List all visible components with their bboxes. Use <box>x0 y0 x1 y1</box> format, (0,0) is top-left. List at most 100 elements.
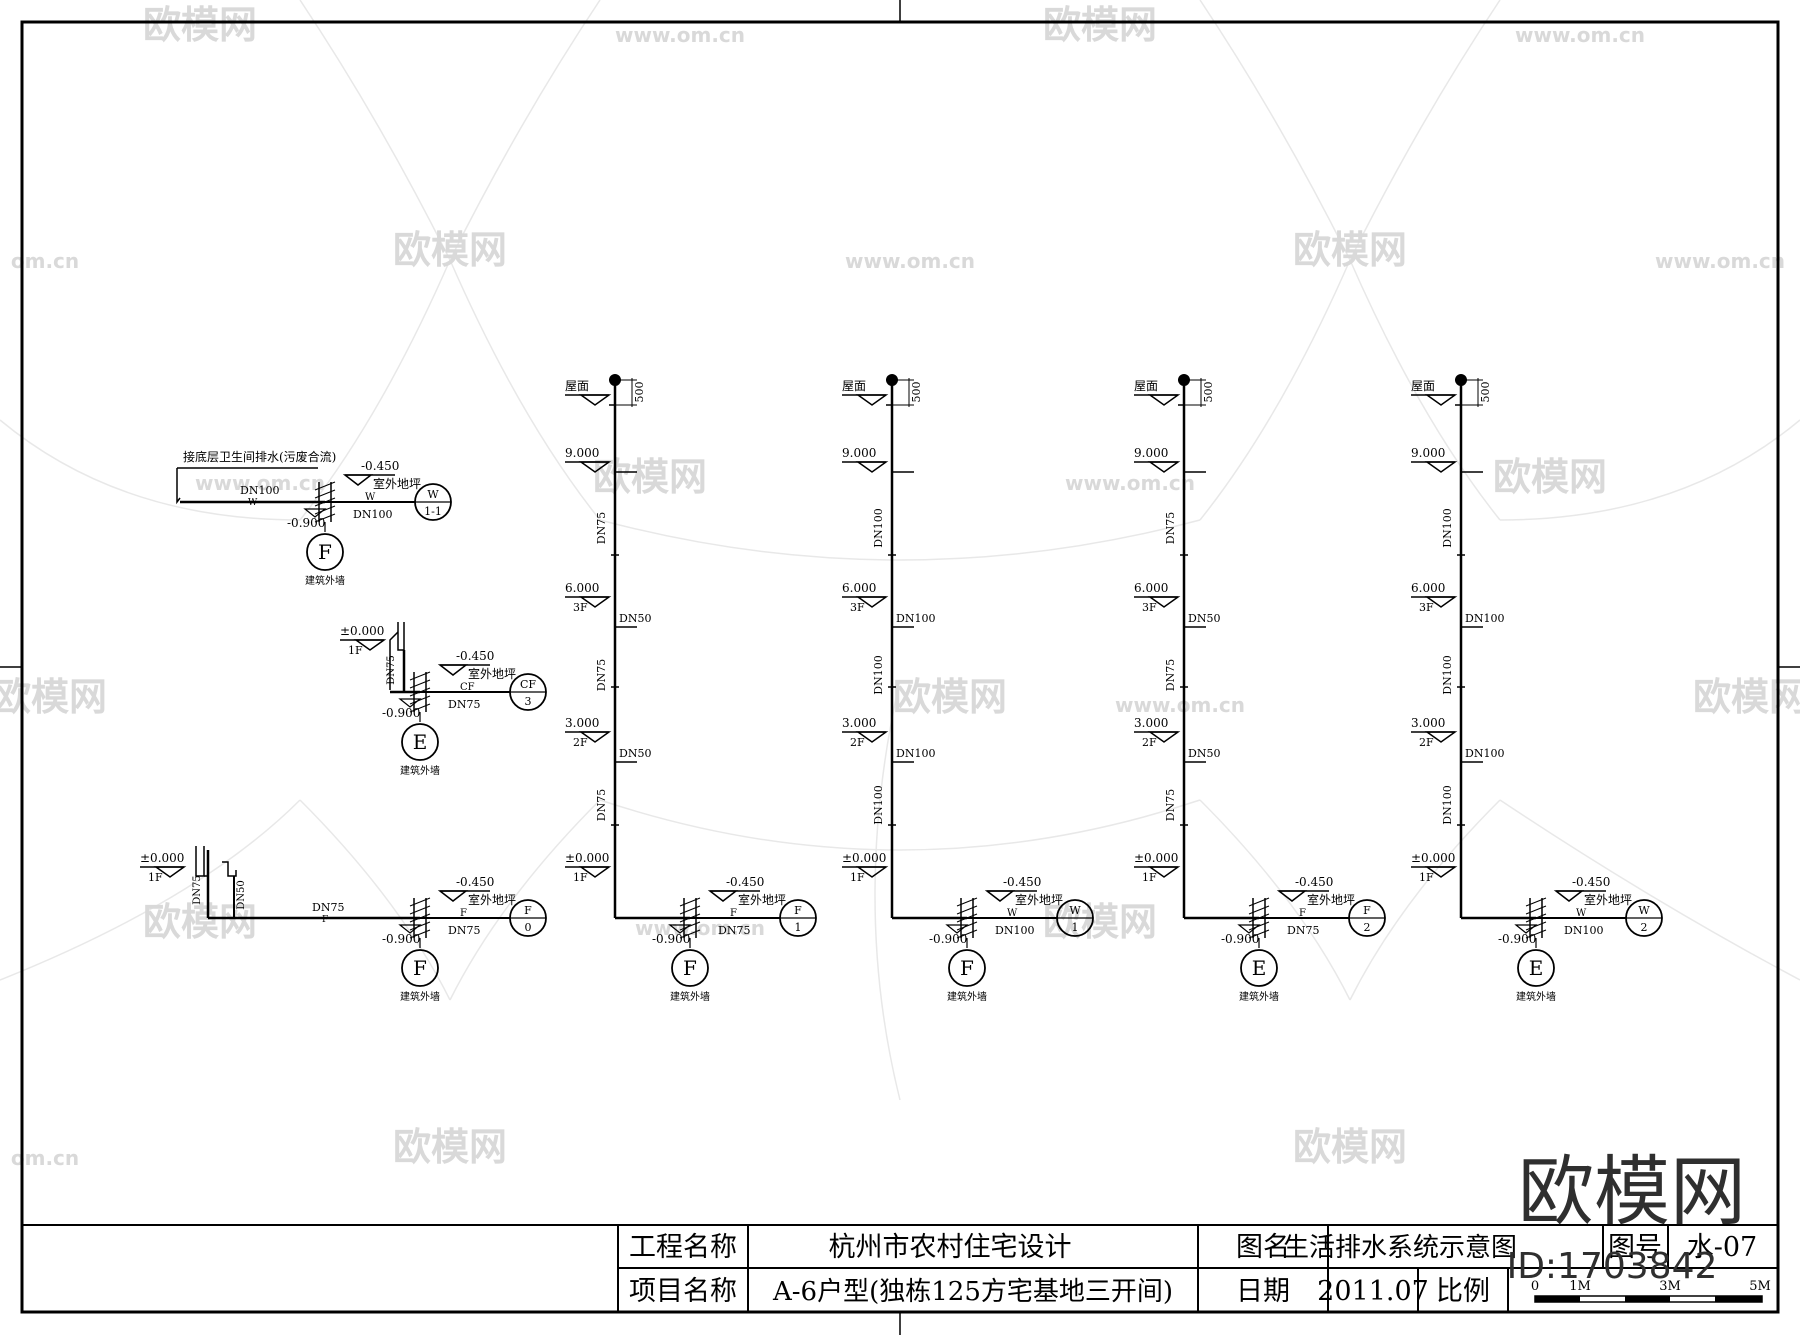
stack-3-axis-letter: E <box>1252 956 1267 980</box>
stack-2-dim-text: 500 <box>910 382 923 403</box>
left-sys-1-pit-symbol <box>303 508 327 518</box>
left-sys-3-drain-code: F <box>322 915 328 925</box>
stack-2-grade-symbol <box>984 890 1016 902</box>
stack-2-branch-2f-dn: DN100 <box>896 747 935 760</box>
watermark-layer: 欧模网欧模网欧模网欧模网欧模网欧模网欧模网欧模网欧模网欧模网欧模网欧模网欧模网w… <box>0 0 1800 1170</box>
stack-3-pit-symbol <box>1237 924 1261 934</box>
stack-4-seg-top-dn: DN100 <box>1441 508 1454 547</box>
project-name-value: 杭州市农村住宅设计 <box>829 1232 1072 1263</box>
left-sys-2-grade-label: 室外地坪 <box>468 666 516 681</box>
watermark-site-7: www.om.cn <box>635 916 765 940</box>
watermark-brand-0: 欧模网 <box>143 3 257 47</box>
left-sys-2-pipe-dn: DN75 <box>448 698 480 711</box>
watermark-brand-5: 欧模网 <box>1493 455 1607 499</box>
watermark-brand-9: 欧模网 <box>143 900 257 944</box>
left-sys-1-pit-elev: -0.900 <box>287 516 325 530</box>
stack-3-pipe-dn: DN75 <box>1287 924 1319 937</box>
stack-1-grade-elev: -0.450 <box>726 875 764 889</box>
date-label: 日期 <box>1236 1276 1290 1307</box>
stack-2-pit-symbol <box>945 924 969 934</box>
stack-1-l3-floor-label: 2F <box>573 736 588 749</box>
stack-2-pipe-code: W <box>1007 908 1018 919</box>
left-sys-2-wall-hatch <box>409 679 431 689</box>
left-sys-1-note-leader <box>176 468 181 505</box>
watermark-site-3: www.om.cn <box>1655 249 1785 273</box>
stack-3-wall-hatch <box>1248 897 1270 907</box>
left-sys-3-pit-elev: -0.900 <box>382 932 420 946</box>
stack-4-branch-3f-dn: DN100 <box>1465 612 1504 625</box>
stack-3-grade-symbol <box>1276 890 1308 902</box>
watermark-arcs <box>0 0 1800 1101</box>
watermark-brand-3: 欧模网 <box>1293 228 1407 272</box>
left-sys-2-axis-circle <box>401 723 439 761</box>
stack-1-branch-2f-dn: DN50 <box>619 747 651 760</box>
drawing-number-label: 图号 <box>1608 1232 1662 1263</box>
stack-1-bubble-top: F <box>794 904 802 917</box>
stack-3-axis-circle <box>1240 949 1278 987</box>
left-sys-1-note: 接底层卫生间排水(污废合流) <box>183 449 336 464</box>
stack-4-dim-text: 500 <box>1479 382 1492 403</box>
stack-1-wall-hatch <box>679 897 701 907</box>
stack-3-seg-mid-dn: DN75 <box>1164 659 1177 691</box>
stack-4-roof-level-symbol <box>1424 394 1458 406</box>
left-sys-3-bubble-bottom: 0 <box>525 921 532 934</box>
left-sys-3-axis-letter: F <box>413 956 427 980</box>
stack-1-l6-level-text: 6.000 <box>565 581 599 595</box>
stack-1-pipe-code: F <box>730 908 737 919</box>
left-sys-2-bubble-top: CF <box>520 678 536 691</box>
stack-2-axis-circle <box>948 949 986 987</box>
stack-2-grade-elev: -0.450 <box>1003 875 1041 889</box>
left-sys-1-axis-circle <box>306 533 344 571</box>
left-sys-3-pipe-dn: DN75 <box>448 924 480 937</box>
left-sys-3-trap-b <box>222 861 237 877</box>
left-sys-1-wall-label: 建筑外墙 <box>305 574 345 587</box>
stack-4-wall-hatch <box>1525 897 1547 907</box>
stack-2-bubble-top: W <box>1069 904 1081 917</box>
stack-4-wall-label: 建筑外墙 <box>1516 990 1556 1003</box>
stack-2-l0-level-text: ±0.000 <box>842 851 886 865</box>
title-block: 工程名称 杭州市农村住宅设计 项目名称 A-6户型(独栋125方宅基地三开间) … <box>22 1224 1778 1312</box>
watermark-brand-8: 欧模网 <box>1693 675 1800 719</box>
left-sys-1-wall-hatch <box>314 505 336 515</box>
stack-2-seg-low-dn: DN100 <box>872 785 885 824</box>
stack-2-wall-label: 建筑外墙 <box>947 990 987 1003</box>
stack-4-grade-elev: -0.450 <box>1572 875 1610 889</box>
left-sys-2-wall-label: 建筑外墙 <box>400 764 440 777</box>
stack-1-seg-low-dn: DN75 <box>595 789 608 821</box>
stack-1-roof-level-symbol <box>578 394 612 406</box>
left-sys-3-grade-label: 室外地坪 <box>468 892 516 907</box>
stack-2-roof-level-text: 屋面 <box>842 379 866 393</box>
left-sys-1-wall-hatch <box>314 489 336 499</box>
left-sys-2-l0-level-text: ±0.000 <box>340 624 384 638</box>
watermark-brand-2: 欧模网 <box>393 228 507 272</box>
stack-1-seg-mid-dn: DN75 <box>595 659 608 691</box>
stack-1-l9-level-text: 9.000 <box>565 446 599 460</box>
stack-1-branch-3f-dn: DN50 <box>619 612 651 625</box>
left-sys-3-grade-elev: -0.450 <box>456 875 494 889</box>
stack-1-wall-label: 建筑外墙 <box>670 990 710 1003</box>
watermark-brand-6: 欧模网 <box>0 675 107 719</box>
drawing-name-value: 生活排水系统示意图 <box>1283 1233 1517 1263</box>
stack-3-bubble-bottom: 2 <box>1364 921 1371 934</box>
stack-4-l9-level-text: 9.000 <box>1411 446 1445 460</box>
scale-tick-0: 0 <box>1531 1279 1539 1294</box>
stack-4-l0-floor-label: 1F <box>1419 871 1434 884</box>
left-sys-1-pipe-dn: DN100 <box>240 484 279 497</box>
left-sys-2-grade-symbol <box>437 664 469 676</box>
left-sys-3-bubble-top: F <box>524 904 532 917</box>
left-sys-1-grade-elev: -0.450 <box>361 459 399 473</box>
stack-4-l9-level-symbol <box>1424 461 1458 473</box>
stack-2-grade-label: 室外地坪 <box>1015 892 1063 907</box>
stack-4-wall-hatch <box>1525 929 1547 939</box>
left-sys-2-wall-hatch <box>409 671 431 681</box>
watermark-site-4: www.om.cn <box>1065 471 1195 495</box>
stack-1-l6-floor-label: 3F <box>573 601 588 614</box>
stack-3-pipe-code: F <box>1299 908 1306 919</box>
stack-2-l6-floor-label: 3F <box>850 601 865 614</box>
stack-4-wall-hatch <box>1525 921 1547 931</box>
stack-4-seg-low-dn: DN100 <box>1441 785 1454 824</box>
stack-4-axis-letter: E <box>1529 956 1544 980</box>
left-sys-3-axis-circle <box>401 949 439 987</box>
stack-2-seg-mid-dn: DN100 <box>872 655 885 694</box>
